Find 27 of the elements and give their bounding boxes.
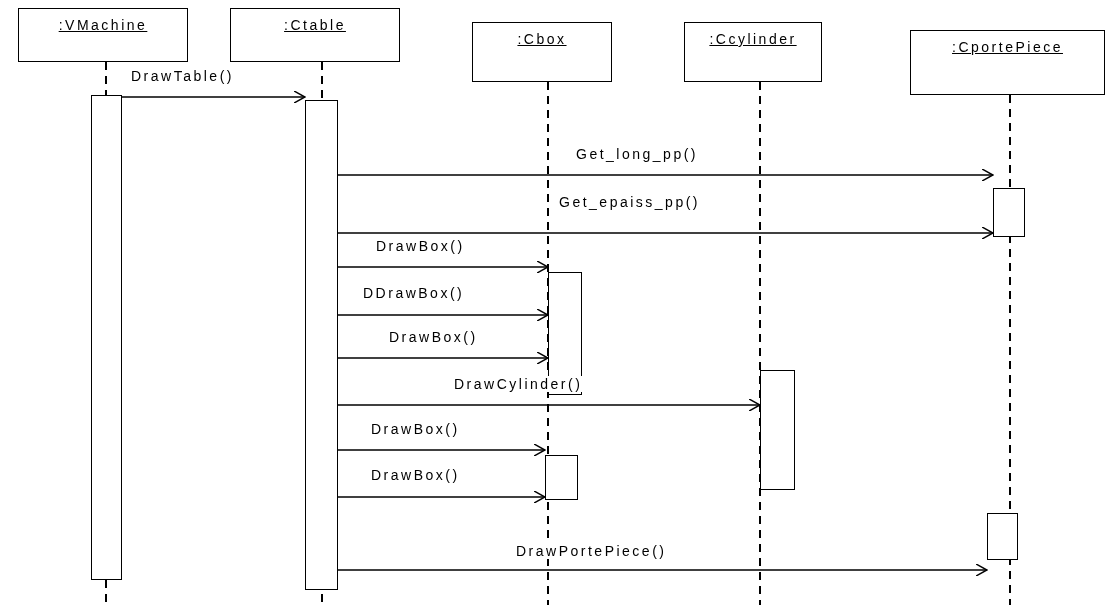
- message-label: DrawCylinder(): [453, 376, 584, 392]
- object-name: :Ctable: [284, 17, 346, 33]
- message-arrow: [337, 308, 549, 322]
- activation-bar: [993, 188, 1025, 237]
- object-box: [18, 8, 188, 62]
- object-name: :CportePiece: [952, 39, 1063, 55]
- activation-bar: [545, 455, 578, 500]
- message-arrow: [337, 398, 761, 412]
- activation-bar: [91, 95, 122, 580]
- activation-bar: [305, 100, 338, 590]
- object-box: [684, 22, 822, 82]
- message-arrow: [337, 490, 546, 504]
- object-name: :VMachine: [58, 17, 148, 33]
- object-box: [910, 30, 1105, 95]
- message-arrow: [337, 443, 546, 457]
- activation-bar: [987, 513, 1018, 560]
- message-arrow: [337, 260, 549, 274]
- message-arrow: [121, 90, 306, 104]
- message-arrow: [337, 563, 988, 577]
- activation-bar: [760, 370, 795, 490]
- object-name: :Cbox: [517, 31, 567, 47]
- message-arrow: [337, 168, 994, 182]
- object-box: [230, 8, 400, 62]
- object-name: :Ccylinder: [709, 31, 797, 47]
- message-arrow: [337, 351, 549, 365]
- message-arrow: [337, 226, 994, 240]
- object-box: [472, 22, 612, 82]
